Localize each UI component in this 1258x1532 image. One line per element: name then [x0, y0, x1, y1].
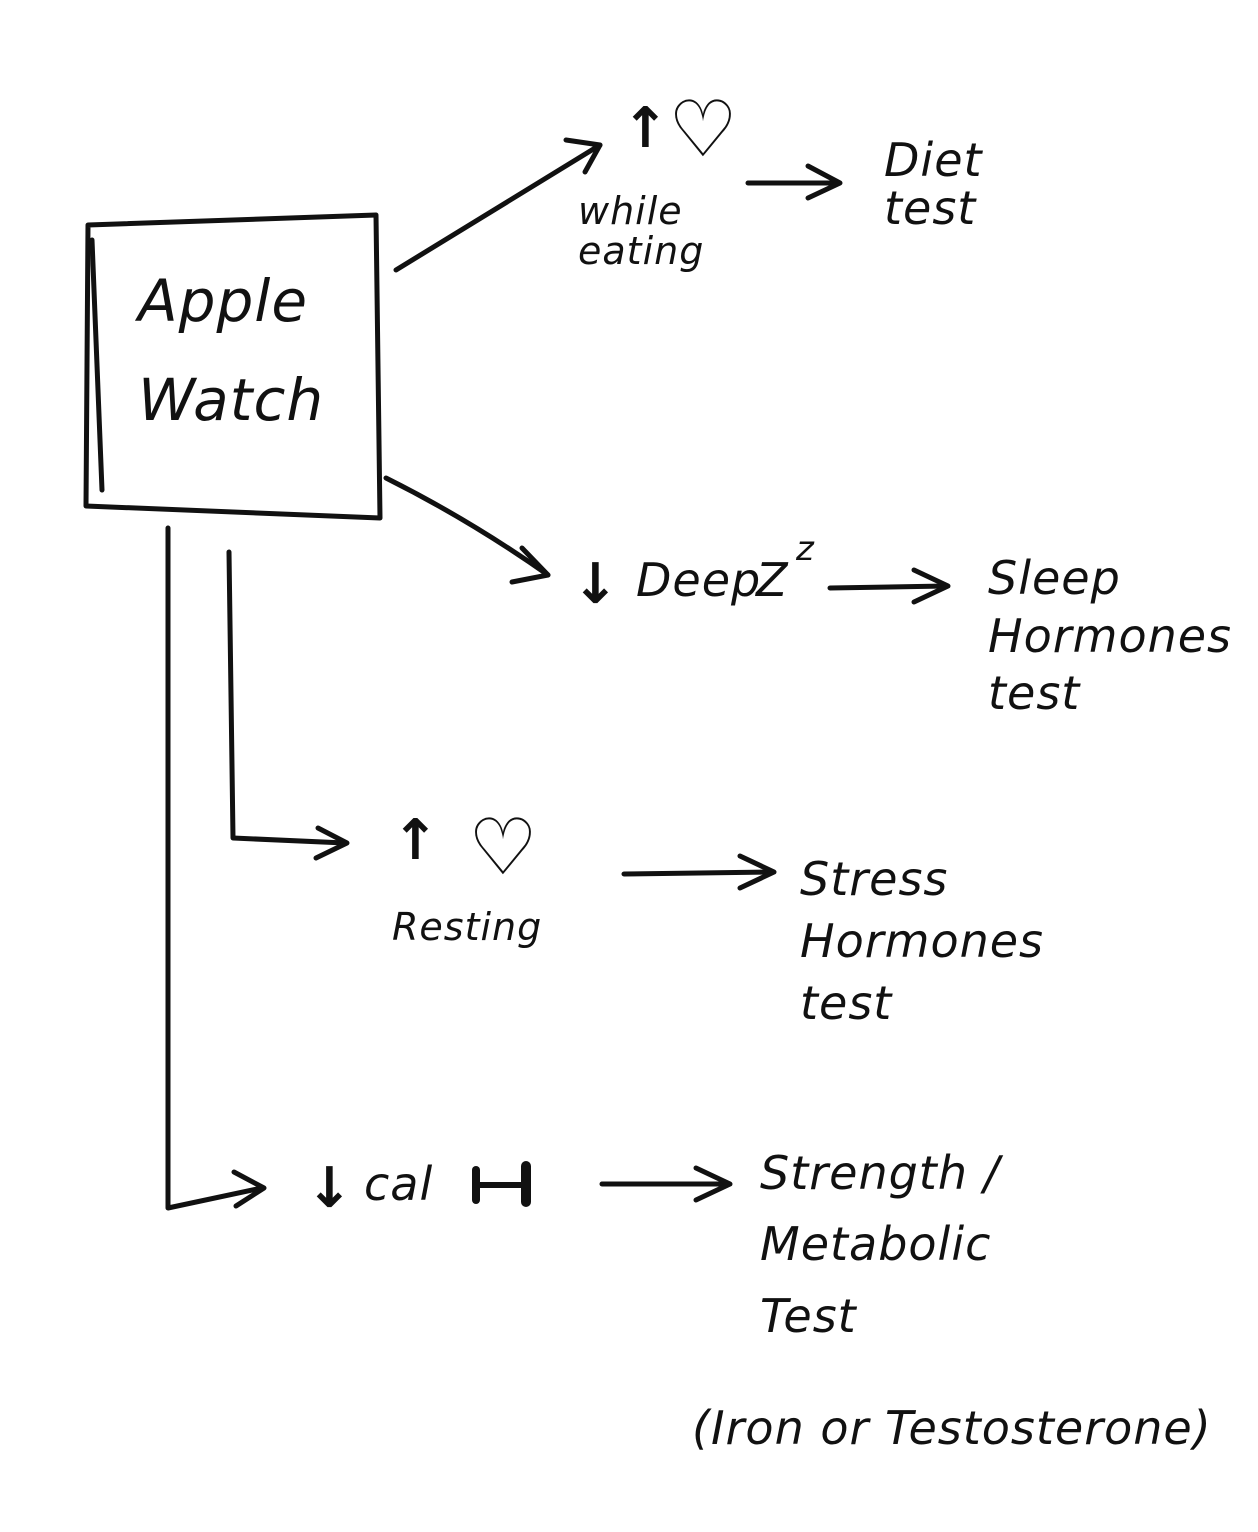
- arrowhead-sleep: [509, 545, 551, 585]
- arrowhead-cal: [231, 1169, 267, 1209]
- up-arrow-glyph: ↑: [392, 808, 439, 873]
- heart-icon: ♡: [468, 803, 538, 893]
- connector-box-to-cal: [165, 525, 265, 1211]
- connector-box-to-sleep: [383, 475, 551, 578]
- test-note-iron-testosterone: (Iron or Testosterone): [692, 1401, 1212, 1455]
- source-title-line-1: Apple Watch: [138, 267, 325, 434]
- trigger-text-deep: Deep: [636, 553, 762, 607]
- trigger-note-eating: while eating: [578, 189, 705, 273]
- test-stress-hormones: Stress Hormones test: [800, 852, 1045, 1031]
- sleep-z-icon: Z: [756, 553, 789, 607]
- box-inner-stroke: [89, 237, 105, 493]
- test-sleep-hormones: Sleep Hormones test: [988, 551, 1233, 720]
- arrowhead-sleep-test: [911, 567, 951, 605]
- apple-watch-box: [83, 212, 383, 521]
- dumbbell-icon: [472, 1161, 531, 1207]
- heart-icon: ♡: [668, 85, 738, 175]
- arrowhead-strength: [693, 1165, 733, 1203]
- arrowhead-resting: [313, 825, 350, 861]
- trigger-text-cal: cal: [364, 1157, 434, 1211]
- connector-resting-to-stress: [621, 869, 775, 877]
- connector-box-to-eating: [393, 142, 603, 273]
- down-arrow-glyph: ↓: [306, 1156, 353, 1221]
- sleep-z-small: z: [796, 529, 815, 569]
- test-diet: Diet test: [884, 133, 983, 236]
- up-arrow-glyph: ↑: [622, 96, 669, 161]
- connector-sleep-to-test: [827, 583, 949, 591]
- connector-box-to-resting: [226, 549, 348, 846]
- arrowhead-stress: [737, 853, 777, 891]
- test-strength-metabolic: Strength / Metabolic Test: [760, 1146, 1001, 1343]
- trigger-note-resting: Resting: [392, 905, 543, 949]
- arrowhead-eating: [563, 137, 603, 175]
- down-arrow-glyph: ↓: [572, 552, 619, 617]
- arrowhead-diet: [805, 163, 843, 201]
